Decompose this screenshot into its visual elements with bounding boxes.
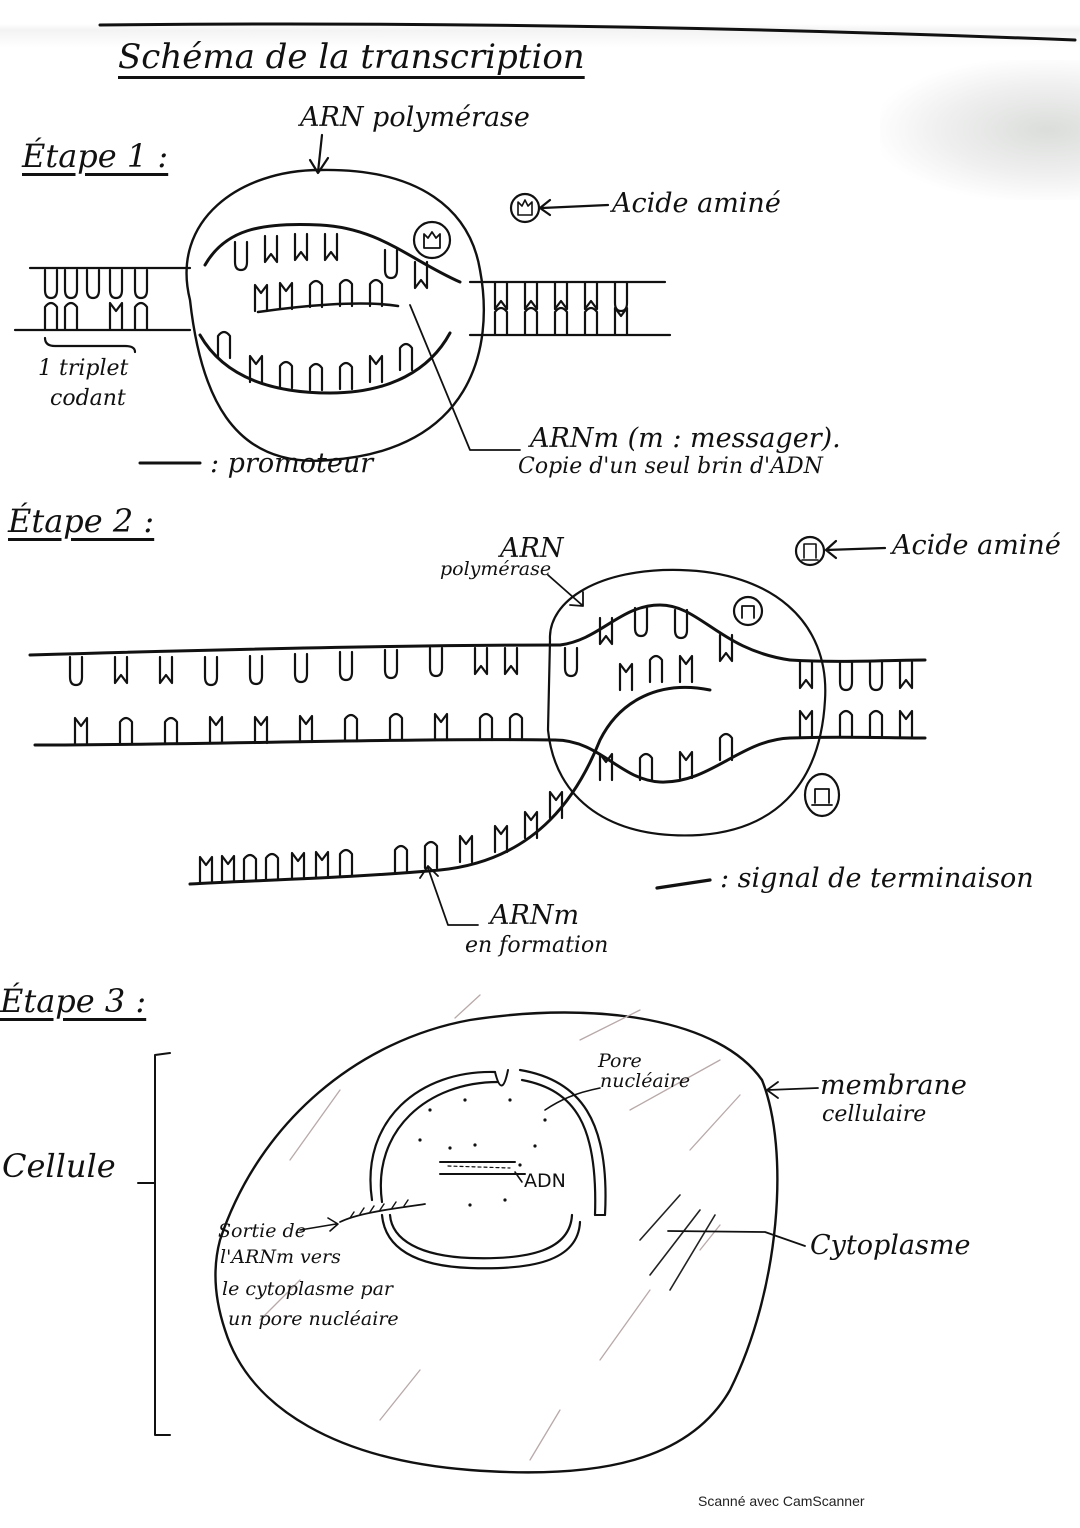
step3-cell-label: Cellule <box>2 1147 116 1185</box>
amino-acid-icon <box>805 774 839 816</box>
step3-diagram <box>138 995 818 1472</box>
rna-polymerase-shape-1 <box>187 170 484 461</box>
step2-diagram <box>30 537 925 925</box>
page-title: Schéma de la transcription <box>118 37 585 77</box>
step1-heading: Étape 1 : <box>22 137 169 175</box>
dna-top-bases <box>68 646 914 692</box>
step1-mrna-label-1: ARNm (m : messager). <box>530 423 841 454</box>
cell-membrane-shape <box>215 1013 777 1473</box>
amino-acid-legend-icon <box>511 194 539 222</box>
step3-exit-label-4: un pore nucléaire <box>228 1308 399 1330</box>
step1-amino-acid-label: Acide aminé <box>612 188 781 219</box>
step2-heading: Étape 2 : <box>8 502 155 540</box>
step1-triplet-label-2: codant <box>50 386 126 411</box>
scanner-watermark: Scanné avec CamScanner <box>698 1493 865 1509</box>
scan-shadow <box>880 60 1080 200</box>
step1-mrna-label-2: Copie d'un seul brin d'ADN <box>518 454 823 479</box>
step2-polymerase-label-2: polymérase <box>440 558 552 580</box>
step3-membrane-label-1: membrane <box>820 1070 967 1101</box>
step3-cytoplasm-label: Cytoplasme <box>810 1230 971 1261</box>
page-top-line <box>100 24 1075 40</box>
step2-termination-legend: : signal de terminaison <box>720 863 1034 894</box>
step3-pore-label-1: Pore <box>598 1050 642 1072</box>
step1-promoter-legend: : promoteur <box>210 448 374 479</box>
step3-membrane-label-2: cellulaire <box>822 1102 927 1127</box>
step3-exit-label-2: l'ARNm vers <box>220 1246 341 1268</box>
step1-polymerase-label: ARN polymérase <box>300 102 530 133</box>
mrna-bases <box>198 790 564 885</box>
step2-mrna-label-2: en formation <box>465 933 609 958</box>
amino-acid-icon <box>414 222 450 258</box>
cytoplasm-shading <box>260 995 740 1460</box>
rna-polymerase-shape-2 <box>548 570 825 836</box>
amino-acid-legend-icon <box>796 537 824 565</box>
step2-mrna-label-1: ARNm <box>490 900 580 931</box>
step3-heading: Étape 3 : <box>0 982 147 1020</box>
step3-dna-label: ADN <box>524 1170 566 1192</box>
step3-exit-label-1: Sortie de <box>218 1220 306 1242</box>
step2-amino-acid-label: Acide aminé <box>892 530 1061 561</box>
step1-diagram <box>15 135 670 463</box>
step1-triplet-label-1: 1 triplet <box>38 356 129 381</box>
step2-polymerase-label-1: ARN <box>500 533 564 564</box>
paper-top-edge <box>0 0 1080 60</box>
step3-pore-label-2: nucléaire <box>600 1070 691 1092</box>
amino-acid-icon <box>734 597 762 625</box>
step3-exit-label-3: le cytoplasme par <box>222 1278 393 1300</box>
